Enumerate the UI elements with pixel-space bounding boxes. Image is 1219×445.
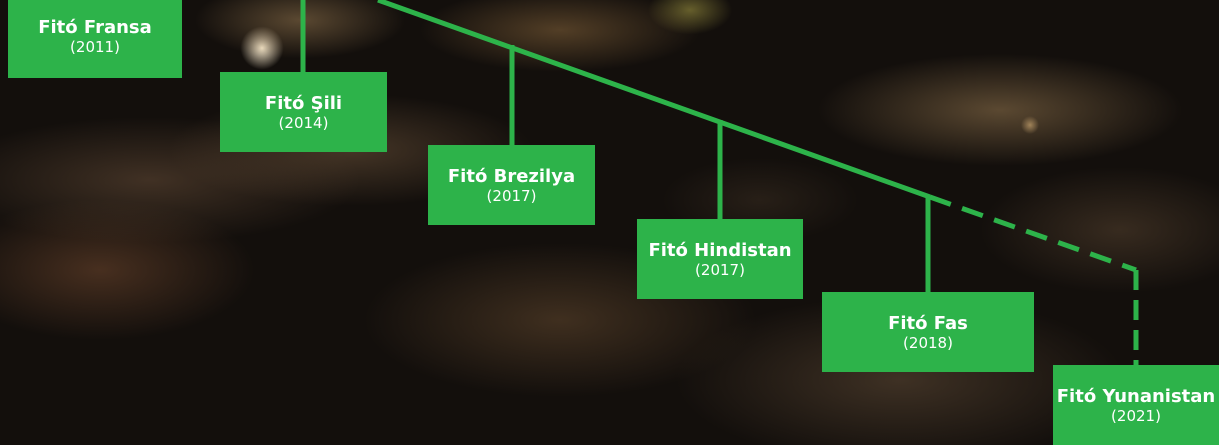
node-year: (2017) <box>486 186 537 205</box>
node-year: (2018) <box>903 333 953 352</box>
node-yunanistan: Fitó Yunanistan (2021) <box>1053 365 1219 445</box>
node-brezilya: Fitó Brezilya (2017) <box>428 145 595 225</box>
main-branch-line <box>377 0 931 200</box>
node-year: (2021) <box>1111 406 1161 425</box>
node-sili: Fitó Şili (2014) <box>220 72 387 152</box>
node-fas: Fitó Fas (2018) <box>822 292 1034 372</box>
node-name: Fitó Fas <box>888 312 968 334</box>
node-name: Fitó Yunanistan <box>1056 385 1216 407</box>
node-name: Fitó Şili <box>264 92 343 114</box>
node-year: (2017) <box>695 260 745 279</box>
node-year: (2011) <box>70 38 120 56</box>
node-hindistan: Fitó Hindistan (2017) <box>637 219 803 299</box>
node-name: Fitó Fransa <box>38 17 152 38</box>
node-name: Fitó Brezilya <box>447 165 576 187</box>
branch-line-dashed <box>929 194 1137 273</box>
node-year: (2014) <box>278 113 329 132</box>
node-fransa: Fitó Fransa (2011) <box>8 0 182 78</box>
node-name: Fitó Hindistan <box>648 239 792 261</box>
